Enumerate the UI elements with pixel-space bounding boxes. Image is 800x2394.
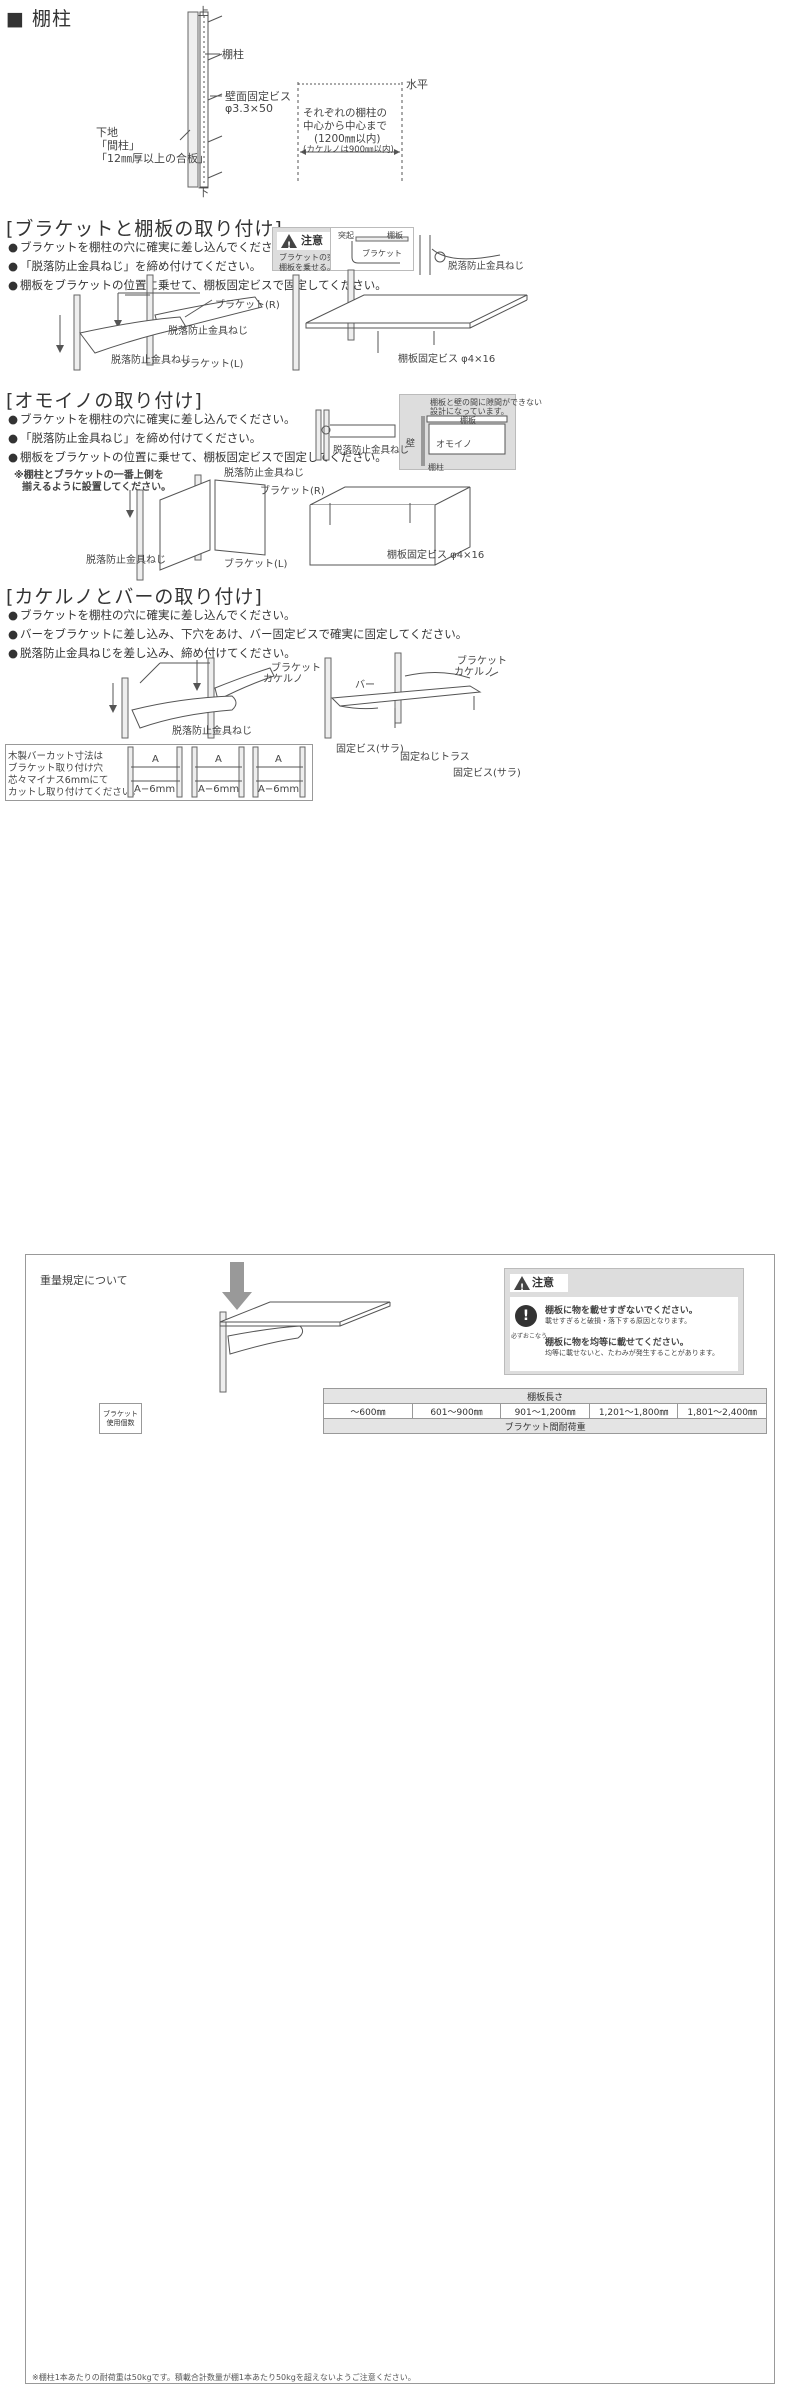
omoino-bullets: ブラケットを棚柱の穴に確実に差し込んでください。 「脱落防止金具ねじ」を締め付け…: [8, 410, 387, 467]
center-text-3: (1200㎜以内): [314, 133, 381, 145]
center-text-1: それぞれの棚柱の: [303, 107, 387, 119]
mark-top: 上: [198, 5, 209, 18]
label-base-1: 下地: [96, 126, 118, 139]
weight-title: 重量規定について: [40, 1274, 128, 1287]
center-text-2: 中心から中心まで: [303, 120, 387, 132]
weight-caution-box: 注意 ! 必ずおこなう 棚板に物を載せすぎないでください。 載せすぎると破損・落…: [504, 1268, 744, 1375]
shelf-weight-illustration: [219, 1262, 391, 1393]
warning-icon: [514, 1276, 530, 1297]
label-wall-screw: 壁面固定ビス: [225, 90, 291, 103]
label-level: 水平: [406, 78, 428, 91]
label-base-2: 「間柱」: [96, 139, 140, 152]
weight-table-header: 棚板長さ ブラケット使用個数 〜600㎜ 601〜900㎜ 901〜1,200㎜…: [32, 1388, 767, 1434]
omoino-install-diagram: [126, 409, 471, 581]
weight-note: ※棚柱1本あたりの耐荷重は50kgです。積載合計数量が棚1本あたり50kgを超え…: [32, 2373, 416, 2382]
label-base-3: 「12㎜厚以上の合板」: [96, 152, 209, 165]
bar-cut-box: [5, 744, 313, 801]
post-wall-diagram: [179, 11, 403, 188]
section-title-bracket: [ブラケットと棚板の取り付け]: [6, 218, 283, 240]
mandatory-icon: !: [515, 1305, 537, 1327]
weight-spec-panel: [25, 1254, 775, 2384]
section-title-omoino: [オモイノの取り付け]: [6, 390, 203, 412]
warning-icon: [281, 234, 297, 255]
kakeruno-bullets: ブラケットを棚柱の穴に確実に差し込んでください。 バーをブラケットに差し込み、下…: [8, 606, 467, 663]
center-text-4: (カケルノは900㎜以内): [303, 145, 394, 155]
cut-dimension-diagram: [127, 746, 306, 798]
label-wall-screw-size: φ3.3×50: [225, 102, 273, 115]
section-title-post: ■ 棚柱: [6, 8, 72, 30]
caution-detail: [330, 227, 414, 271]
mark-bottom: 下: [198, 186, 209, 199]
section-title-kakeruno: [カケルノとバーの取り付け]: [6, 586, 263, 608]
bracket-install-diagram: [56, 235, 528, 371]
label-post: 棚柱: [222, 48, 244, 61]
kakeruno-install-diagram: [109, 652, 499, 739]
